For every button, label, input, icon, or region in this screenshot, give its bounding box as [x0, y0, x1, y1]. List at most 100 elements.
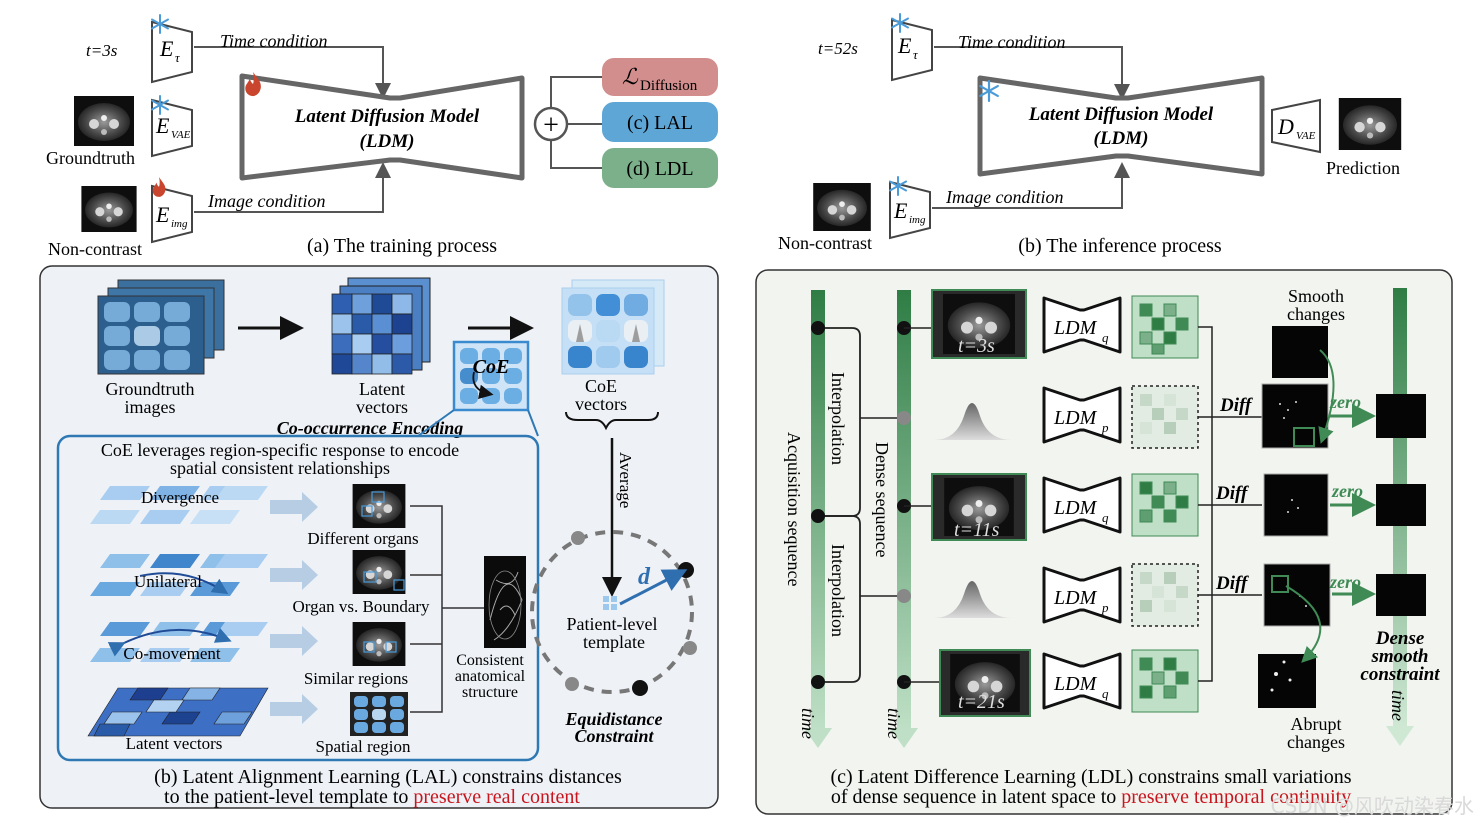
comovement-arrow: [107, 628, 232, 657]
diff-map-3: [1263, 563, 1331, 627]
latent-patch-1: [1131, 295, 1199, 359]
latent-patch-5: [1131, 649, 1199, 713]
ldm-subtitle: (LDM): [1094, 128, 1149, 149]
vae-decoder-trapezoid: [1271, 98, 1321, 154]
prediction-image: [1338, 98, 1402, 150]
ldl-loss-label: (d) LDL: [626, 158, 693, 180]
coe-title: Co-occurrence Encoding: [277, 418, 464, 438]
noncontrast-label: Non-contrast: [778, 233, 872, 253]
watermark: CSDN @风吹动染春水: [1271, 794, 1474, 818]
smooth-changes-map: [1272, 326, 1328, 378]
noncontrast-label: Non-contrast: [48, 239, 142, 259]
lal-panel: Groundtruth images Latent vectors CoE: [39, 265, 719, 809]
latent-vectors-label-1: Latent: [359, 379, 405, 399]
groundtruth-image-stack: [97, 279, 225, 375]
diff-label: Diff: [1219, 395, 1253, 416]
dense-sequence-label: Dense sequence: [872, 442, 892, 557]
ldm-title: Latent Diffusion Model: [294, 106, 480, 127]
latent-grid-tiles: [87, 687, 269, 737]
groundtruth-image: [74, 96, 134, 146]
coe-vectors-label-2: vectors: [575, 394, 627, 414]
ldm-sub-q: q: [1102, 686, 1109, 701]
lal-caption-1: (b) Latent Alignment Learning (LAL) cons…: [154, 766, 622, 788]
coe-vectors-brace: [565, 411, 659, 431]
image-encoder-sub: img: [909, 214, 926, 226]
organ-boundary-image: [352, 550, 406, 594]
average-label: Average: [616, 452, 635, 508]
distance-label: d: [638, 564, 651, 590]
time-encoder-sub: τ: [175, 50, 181, 65]
image-encoder-trapezoid: [151, 184, 193, 244]
groundtruth-label: Groundtruth: [46, 148, 135, 168]
latent-vectors-label-2: vectors: [356, 397, 408, 417]
coe-curve-arrow: [472, 371, 494, 399]
image-condition-arrow: [194, 162, 391, 213]
equidistance-circle: [530, 530, 694, 694]
lal-loss-label: (c) LAL: [627, 112, 693, 134]
noise-bell-curve: [934, 403, 1012, 440]
coe-description-1: CoE leverages region-specific response t…: [101, 440, 459, 460]
consistent-label-2: anatomical: [455, 668, 526, 685]
equidistance-label-1: Equidistance: [564, 709, 662, 729]
image-condition-label: Image condition: [207, 191, 325, 211]
time-condition-arrow: [194, 46, 391, 99]
ct-time-t3: t=3s: [958, 335, 995, 357]
time-encoder-trapezoid: [151, 20, 193, 84]
acquisition-sequence-label: Acquisition sequence: [784, 432, 804, 586]
constraint-time-label: time: [1388, 690, 1408, 721]
template-label-2: template: [583, 632, 645, 652]
coe-mini-label: CoE: [473, 356, 510, 378]
similar-regions-label: Similar regions: [304, 669, 408, 688]
template-icon: [603, 596, 617, 610]
dense-constraint-1: Dense: [1375, 628, 1425, 649]
coe-vectors-label-1: CoE: [585, 376, 617, 396]
image-encoder-symbol: E: [155, 202, 170, 227]
image-condition-arrow: [932, 162, 1130, 209]
transfer-arrows: [270, 492, 318, 724]
interpolation-label: Interpolation: [828, 544, 848, 637]
consistent-label-1: Consistent: [456, 652, 524, 669]
organ-boundary-label: Organ vs. Boundary: [292, 597, 430, 616]
training-panel: t=3s E τ Groundtruth E VAE Non-contrast …: [46, 14, 718, 259]
zero-label: zero: [1329, 392, 1361, 412]
ldm-shape: [977, 75, 1265, 177]
zero-label: zero: [1329, 572, 1361, 592]
latent-patch-2: [1131, 385, 1199, 449]
unilateral-label: Unilateral: [134, 572, 202, 591]
coe-vectors-stack: [561, 279, 665, 375]
anatomical-structure-image: [484, 556, 526, 648]
ldm-label: LDM: [1053, 407, 1098, 429]
inference-caption: (b) The inference process: [1018, 235, 1222, 257]
dense-constraint-2: smooth: [1370, 646, 1428, 667]
latent-patch-3: [1131, 473, 1199, 537]
zero-output-2: [1376, 484, 1426, 526]
image-encoder-trapezoid: [889, 180, 931, 240]
ldm-sub-q: q: [1102, 330, 1109, 345]
interpolation-bracket: [818, 515, 861, 683]
time-condition-arrow: [934, 46, 1130, 100]
acquisition-time-label: time: [798, 708, 818, 739]
consistent-label-3: structure: [462, 684, 518, 701]
zero-output-3: [1376, 574, 1426, 616]
dense-constraint-3: constraint: [1360, 664, 1440, 685]
loss-connector: [550, 140, 602, 169]
gt-images-label-1: Groundtruth: [106, 379, 195, 399]
ldl-loss-box: [602, 148, 718, 188]
latent-vectors-bottom-label: Latent vectors: [126, 734, 223, 753]
similar-regions-image: [352, 622, 406, 666]
lal-panel-background: [39, 265, 719, 809]
diffusion-loss-box: [602, 58, 718, 96]
abrupt-label-1: Abrupt: [1291, 714, 1342, 734]
smooth-label-1: Smooth: [1288, 286, 1344, 306]
coe-description-2: spatial consistent relationships: [170, 458, 390, 478]
comovement-label: Co-movement: [123, 644, 221, 663]
gt-images-label-2: images: [125, 397, 176, 417]
image-encoder-symbol: E: [893, 198, 908, 223]
training-caption: (a) The training process: [307, 235, 497, 257]
interpolation-label: Interpolation: [828, 372, 848, 465]
unilateral-arrow: [139, 572, 229, 595]
